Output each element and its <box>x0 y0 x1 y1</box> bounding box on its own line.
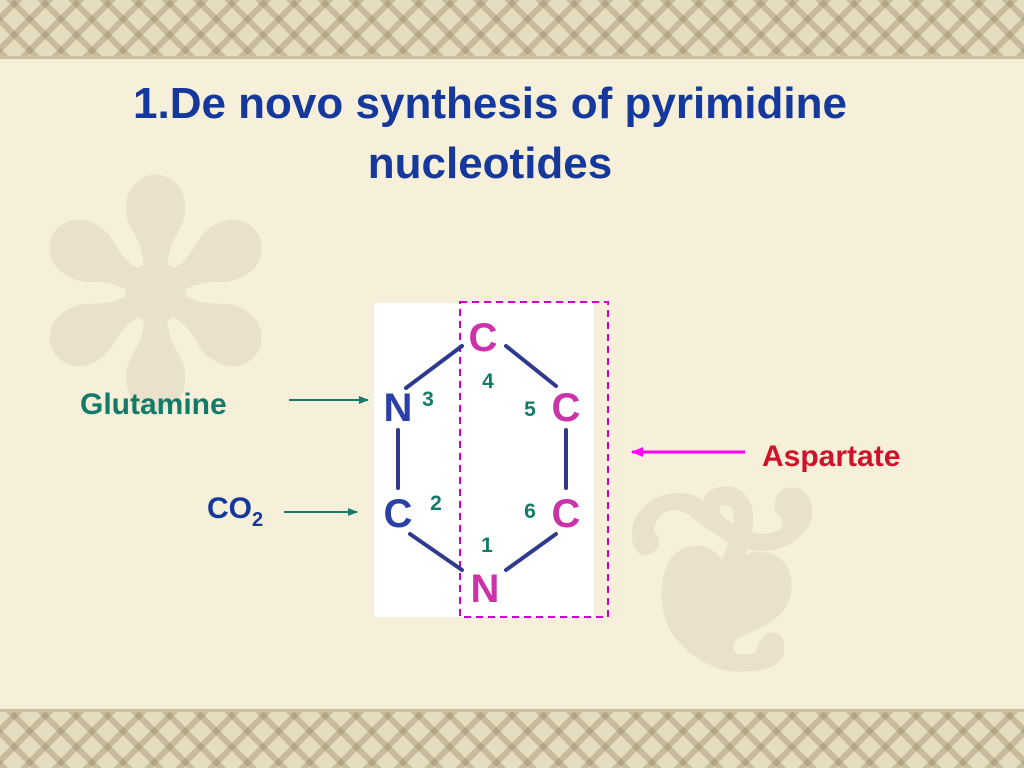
atom-n1: N <box>471 567 500 611</box>
glutamine-label: Glutamine <box>80 388 227 421</box>
ring-position-numbers: 4 3 5 2 6 1 <box>422 370 536 557</box>
atom-c2: C <box>384 492 413 536</box>
bottom-border-line <box>0 709 1024 712</box>
bond-n3-c4 <box>404 344 464 390</box>
atom-n3: N <box>384 386 413 430</box>
bond-c6-n1 <box>504 532 558 572</box>
title-line-1: 1.De novo synthesis of pyrimidine <box>133 79 847 128</box>
top-border-line <box>0 56 1024 59</box>
atom-c5: C <box>552 386 581 430</box>
ring-background-panel <box>374 303 594 617</box>
slide-title: 1.De novo synthesis of pyrimidine nucleo… <box>40 74 940 194</box>
title-line-2: nucleotides <box>367 139 613 188</box>
atom-c6: C <box>552 492 581 536</box>
aspartate-dashed-box <box>459 301 609 618</box>
aspartate-label: Aspartate <box>762 440 901 473</box>
co2-label: CO2 <box>207 492 263 532</box>
bottom-decorative-border <box>0 712 1024 768</box>
position-number-5: 5 <box>524 398 536 421</box>
atom-c4: C <box>469 316 498 360</box>
ring-bonds <box>396 344 568 572</box>
position-number-3: 3 <box>422 388 434 411</box>
position-number-6: 6 <box>524 500 536 523</box>
top-decorative-border <box>0 0 1024 56</box>
position-number-2: 2 <box>430 492 442 515</box>
position-number-4: 4 <box>482 370 494 393</box>
co2-label-main: CO <box>207 492 252 525</box>
position-number-1: 1 <box>481 534 493 557</box>
ring-atom-symbols: C N C C C N <box>384 316 581 611</box>
co2-label-subscript: 2 <box>252 509 264 531</box>
bond-c4-c5 <box>504 344 558 388</box>
bond-n1-c2 <box>408 532 464 572</box>
